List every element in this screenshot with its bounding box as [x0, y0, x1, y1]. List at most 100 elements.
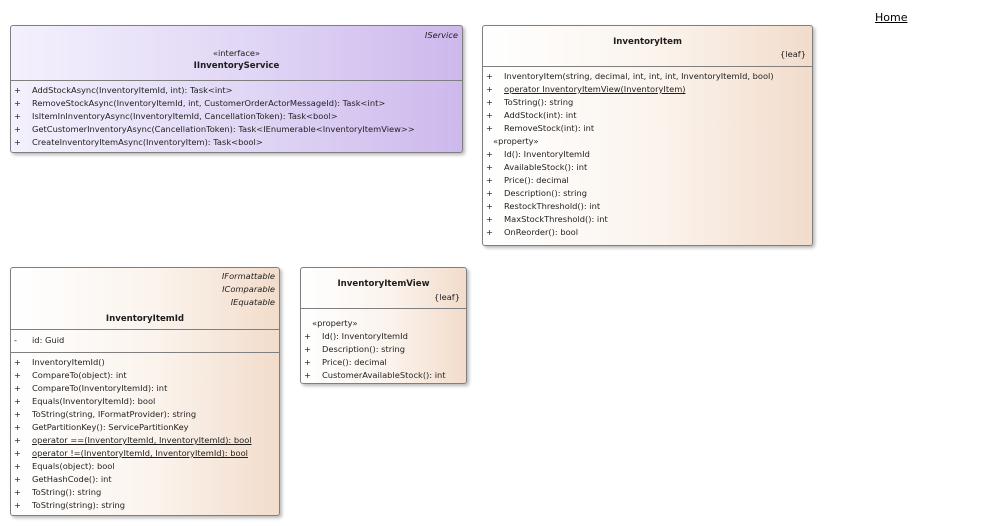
property-row[interactable]: + AvailableStock(): int	[483, 161, 812, 174]
method-signature: CompareTo(object): int	[32, 370, 127, 380]
method-row[interactable]: +ToString(): string	[483, 96, 812, 109]
class-header: IService «interface» IInventoryService	[11, 26, 462, 81]
property-row[interactable]: +Description(): string	[301, 343, 466, 356]
method-row[interactable]: +ToString(string, IFormatProvider): stri…	[11, 408, 279, 421]
methods-compartment: + InventoryItem(string, decimal, int, int…	[483, 67, 812, 241]
method-signature: InventoryItemId()	[32, 357, 105, 367]
static-method-signature: operator ==(InventoryItemId, InventoryIt…	[32, 435, 252, 445]
visibility-marker: +	[14, 396, 21, 406]
static-method-signature: operator InventoryItemView(InventoryItem…	[504, 84, 686, 94]
method-signature: CreateInventoryItemAsync(InventoryItem):…	[32, 137, 263, 147]
visibility-marker: +	[14, 448, 21, 458]
method-row[interactable]: + AddStock(int): int	[483, 109, 812, 122]
attribute-row[interactable]: -id: Guid	[11, 334, 279, 347]
methods-compartment: +AddStockAsync(InventoryItemId, int): Ta…	[11, 81, 462, 151]
visibility-marker: +	[14, 422, 21, 432]
visibility-marker: +	[486, 227, 493, 237]
property-signature: Id(): InventoryItemId	[504, 149, 590, 159]
method-signature: GetCustomerInventoryAsync(CancellationTo…	[32, 124, 415, 134]
class-inventoryitemview[interactable]: InventoryItemView {leaf} «property» +Id(…	[300, 267, 467, 384]
property-row[interactable]: +OnReorder(): bool	[483, 226, 812, 239]
visibility-marker: +	[486, 162, 493, 172]
visibility-marker: -	[14, 335, 17, 345]
method-signature: Equals(InventoryItemId): bool	[32, 396, 156, 406]
property-row[interactable]: +Id(): InventoryItemId	[301, 330, 466, 343]
visibility-marker: +	[14, 435, 21, 445]
method-row[interactable]: + GetCustomerInventoryAsync(CancellationT…	[11, 123, 462, 136]
interface-tag: IComparable	[222, 284, 275, 294]
method-row[interactable]: + InventoryItemId()	[11, 356, 279, 369]
stereotype-label: «interface»	[212, 48, 261, 58]
class-name: InventoryItemView	[337, 279, 430, 289]
class-inventoryitem[interactable]: InventoryItem {leaf} +InventoryItem(stri…	[482, 25, 813, 246]
class-name: InventoryItem	[613, 37, 682, 47]
visibility-marker: +	[14, 85, 21, 95]
methods-compartment: +InventoryItemId() +CompareTo(object): i…	[11, 353, 279, 514]
property-row[interactable]: +CustomerAvailableStock(): int	[301, 369, 466, 382]
method-signature: InventoryItem(string, decimal, int, int,…	[504, 71, 774, 81]
visibility-marker: +	[304, 357, 311, 367]
visibility-marker: +	[14, 124, 21, 134]
method-row[interactable]: + operator ==(InventoryItemId, InventoryI…	[11, 434, 279, 447]
visibility-marker: +	[486, 214, 493, 224]
method-row[interactable]: +CompareTo(InventoryItemId): int	[11, 382, 279, 395]
visibility-marker: +	[14, 461, 21, 471]
class-inventoryitemid[interactable]: IFormattable IComparable IEquatable Inve…	[10, 267, 280, 516]
method-row[interactable]: +ToString(string): string	[11, 499, 279, 512]
visibility-marker: +	[486, 175, 493, 185]
method-row[interactable]: +operator InventoryItemView(InventoryIte…	[483, 83, 812, 96]
property-signature: MaxStockThreshold(): int	[504, 214, 608, 224]
method-row[interactable]: + Equals(object): bool	[11, 460, 279, 473]
method-signature: GetPartitionKey(): ServicePartitionKey	[32, 422, 189, 432]
visibility-marker: +	[14, 487, 21, 497]
property-signature: AvailableStock(): int	[504, 162, 588, 172]
visibility-marker: +	[486, 123, 493, 133]
visibility-marker: +	[486, 201, 493, 211]
visibility-marker: +	[304, 370, 311, 380]
method-row[interactable]: + GetHashCode(): int	[11, 473, 279, 486]
visibility-marker: +	[486, 188, 493, 198]
property-stereotype: «property»	[312, 318, 358, 328]
method-signature: Equals(object): bool	[32, 461, 115, 471]
property-row[interactable]: + MaxStockThreshold(): int	[483, 213, 812, 226]
method-row[interactable]: +RemoveStock(int): int	[483, 122, 812, 135]
method-row[interactable]: +AddStockAsync(InventoryItemId, int): Ta…	[11, 84, 462, 97]
method-row[interactable]: +ToString(): string	[11, 486, 279, 499]
method-signature: ToString(string): string	[32, 500, 126, 510]
visibility-marker: +	[486, 110, 493, 120]
method-signature: GetHashCode(): int	[32, 474, 112, 484]
property-signature: Price(): decimal	[322, 357, 387, 367]
method-signature: IsItemInInventoryAsync(InventoryItemId, …	[32, 111, 338, 121]
visibility-marker: +	[14, 137, 21, 147]
visibility-marker: +	[14, 474, 21, 484]
property-row[interactable]: +Description(): string	[483, 187, 812, 200]
property-signature: Id(): InventoryItemId	[322, 331, 408, 341]
class-iinventoryservice[interactable]: IService «interface» IInventoryService +…	[10, 25, 463, 153]
interface-tag: IService	[424, 30, 458, 40]
static-method-signature: operator !=(InventoryItemId, InventoryIt…	[32, 448, 248, 458]
home-link[interactable]: Home	[875, 11, 908, 24]
method-row[interactable]: + operator !=(InventoryItemId, InventoryI…	[11, 447, 279, 460]
method-row[interactable]: +InventoryItem(string, decimal, int, int…	[483, 70, 812, 83]
method-row[interactable]: + Equals(InventoryItemId): bool	[11, 395, 279, 408]
visibility-marker: +	[14, 409, 21, 419]
property-row[interactable]: + Price(): decimal	[301, 356, 466, 369]
property-row[interactable]: +Price(): decimal	[483, 174, 812, 187]
method-row[interactable]: + GetPartitionKey(): ServicePartitionKey	[11, 421, 279, 434]
method-row[interactable]: +IsItemInInventoryAsync(InventoryItemId,…	[11, 110, 462, 123]
method-signature: AddStock(int): int	[504, 110, 577, 120]
visibility-marker: +	[486, 97, 493, 107]
leaf-modifier: {leaf}	[434, 292, 460, 302]
visibility-marker: +	[14, 98, 21, 108]
method-signature: CompareTo(InventoryItemId): int	[32, 383, 168, 393]
method-row[interactable]: +RemoveStockAsync(InventoryItemId, int, …	[11, 97, 462, 110]
method-row[interactable]: +CompareTo(object): int	[11, 369, 279, 382]
visibility-marker: +	[14, 357, 21, 367]
property-row[interactable]: +Id(): InventoryItemId	[483, 148, 812, 161]
property-signature: Description(): string	[322, 344, 405, 354]
property-row[interactable]: +RestockThreshold(): int	[483, 200, 812, 213]
class-name: IInventoryService	[193, 61, 280, 71]
method-row[interactable]: + CreateInventoryItemAsync(InventoryItem)…	[11, 136, 462, 149]
class-name: InventoryItemId	[105, 314, 185, 324]
class-header: InventoryItemView {leaf}	[301, 268, 466, 309]
